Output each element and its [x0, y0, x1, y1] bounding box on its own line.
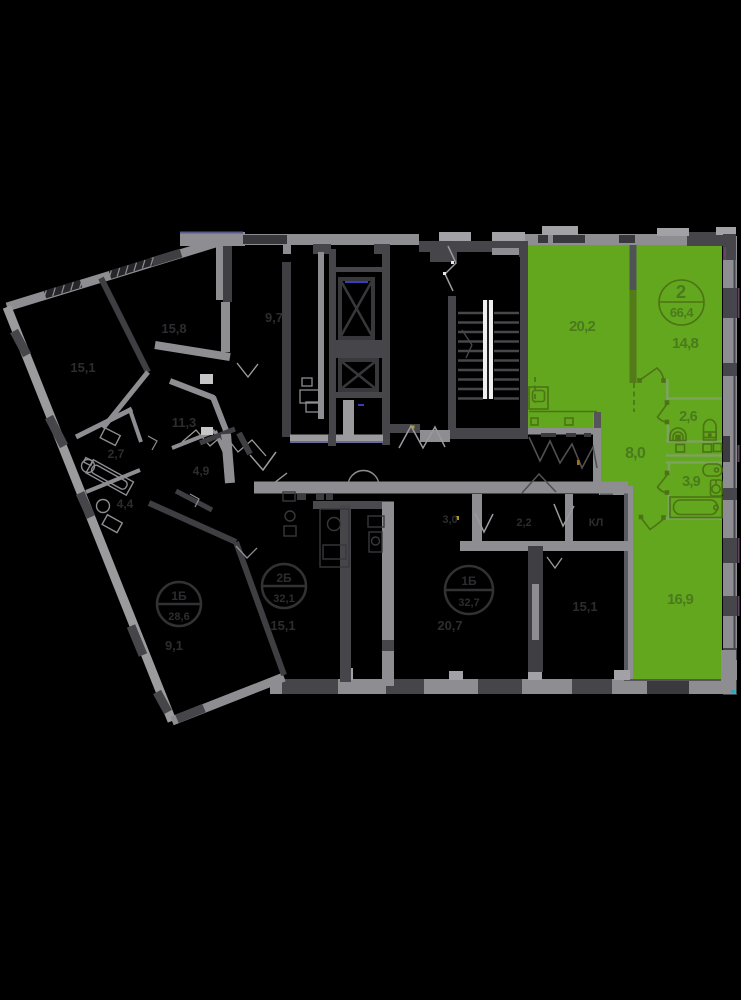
svg-text:3,9: 3,9	[682, 474, 700, 490]
svg-text:2,7: 2,7	[108, 447, 125, 461]
svg-text:9,7: 9,7	[265, 310, 283, 325]
svg-text:20,7: 20,7	[437, 618, 462, 633]
svg-text:3,0: 3,0	[442, 514, 457, 526]
svg-text:15,8: 15,8	[161, 321, 186, 336]
svg-text:14,8: 14,8	[672, 335, 698, 352]
svg-text:9,1: 9,1	[165, 638, 183, 653]
svg-text:2: 2	[676, 281, 686, 302]
svg-text:2,6: 2,6	[679, 409, 697, 425]
svg-text:8,0: 8,0	[625, 445, 646, 462]
svg-text:4,4: 4,4	[117, 497, 134, 511]
svg-text:66,4: 66,4	[670, 305, 695, 320]
svg-text:32,7: 32,7	[458, 597, 479, 609]
svg-text:КЛ: КЛ	[589, 517, 603, 529]
svg-text:16,9: 16,9	[667, 591, 693, 608]
svg-text:4,9: 4,9	[193, 464, 210, 478]
svg-text:11,3: 11,3	[172, 415, 197, 430]
svg-text:20,2: 20,2	[569, 318, 595, 335]
svg-text:2Б: 2Б	[276, 571, 292, 585]
svg-text:32,1: 32,1	[273, 593, 294, 605]
svg-text:15,1: 15,1	[70, 360, 95, 375]
svg-text:28,6: 28,6	[168, 611, 189, 623]
svg-text:15,1: 15,1	[572, 599, 597, 614]
svg-text:2,2: 2,2	[516, 517, 531, 529]
svg-text:1Б: 1Б	[461, 574, 477, 588]
svg-text:1Б: 1Б	[171, 589, 187, 603]
svg-text:15,1: 15,1	[270, 618, 295, 633]
